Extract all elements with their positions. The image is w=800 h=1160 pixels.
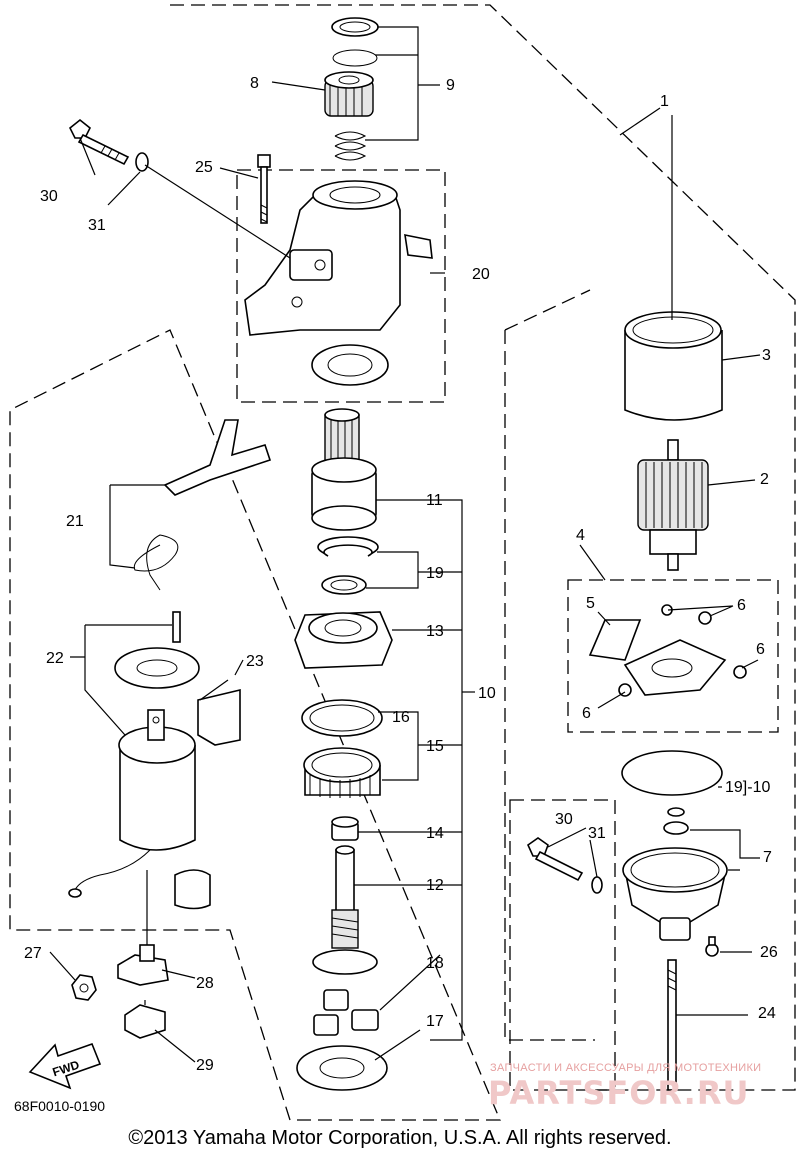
watermark-tagline: ЗАПЧАСТИ И АКСЕССУАРЫ ДЛЯ МОТОТЕХНИКИ [490,1062,762,1074]
bolt-30-right [526,837,603,894]
callout-14: 14 [426,825,444,842]
copyright-notice: ©2013 Yamaha Motor Corporation, U.S.A. A… [128,1127,672,1149]
callout-20: 20 [472,266,490,283]
callout-19-10: 19]-10 [725,779,770,796]
callout-22: 22 [46,650,64,667]
callout-4: 4 [576,527,585,544]
through-bolt-24 [667,959,677,1091]
callout-5: 5 [586,595,595,612]
bolt-top-left [68,118,149,172]
leader-lines [49,26,761,1063]
seal-23 [174,688,241,910]
callout-31-b: 31 [588,825,606,842]
callout-2: 2 [760,471,769,488]
diagram-code: 68F0010-0190 [14,1098,106,1114]
callout-7: 7 [763,849,772,866]
nut-27 [71,974,97,1001]
gear-carrier-13 [294,611,393,669]
callout-30-b: 30 [555,811,573,828]
fwd-arrow-icon: FWD [28,1042,102,1090]
callout-25: 25 [195,159,213,176]
internal-gear-15 [301,699,383,798]
callout-6-b: 6 [756,641,765,658]
callout-labels: 1 2 3 4 5 6 6 6 7 8 9 10 19]-10 11 12 13… [24,75,778,1074]
cover-plate-17 [296,1045,388,1091]
callout-1: 1 [660,93,669,110]
callout-6-a: 6 [737,597,746,614]
boot-29 [124,1004,166,1039]
callout-10-a: 10 [478,685,496,702]
yoke-3 [624,311,723,421]
assembly-outline-starter [9,4,796,1121]
callout-8: 8 [250,75,259,92]
callout-6-c: 6 [582,705,591,722]
callout-23: 23 [246,653,264,670]
bearing-14 [331,816,359,841]
assembly-outline-clutch [236,169,446,403]
callout-21: 21 [66,513,84,530]
callout-26: 26 [760,944,778,961]
plate-19 [621,750,723,817]
long-bolt-25 [257,154,271,224]
clip-19 [317,536,379,595]
end-cover-7 [622,821,728,941]
brush-holder-4 [588,604,747,697]
solenoid-22 [68,611,200,898]
pinion-stack [324,17,379,161]
planet-shaft-12 [312,845,379,1036]
screw-26 [705,936,719,957]
callout-18: 18 [426,955,444,972]
callout-27: 27 [24,945,42,962]
callout-13: 13 [426,623,444,640]
callout-12: 12 [426,877,444,894]
callout-9: 9 [446,77,455,94]
callout-16: 16 [392,709,410,726]
callout-31-a: 31 [88,217,106,234]
assembly-outline-yoke [504,289,595,1041]
callout-19: 19 [426,565,444,582]
drive-housing [244,180,433,386]
callout-11: 11 [426,492,443,509]
contact-28 [117,944,169,986]
shift-lever-21 [133,419,272,591]
callout-3: 3 [762,347,771,364]
assembly-outline-brush [567,579,779,733]
clutch-assembly-11 [311,408,377,531]
callout-24: 24 [758,1005,776,1022]
watermark-logo: PARTSFOR.RU [488,1074,750,1112]
assembly-outline-end-cover [509,799,616,1091]
callout-17: 17 [426,1013,444,1030]
callout-29: 29 [196,1057,214,1074]
callout-30-a: 30 [40,188,58,205]
callout-15: 15 [426,738,444,755]
armature-2 [637,439,709,571]
callout-28: 28 [196,975,214,992]
